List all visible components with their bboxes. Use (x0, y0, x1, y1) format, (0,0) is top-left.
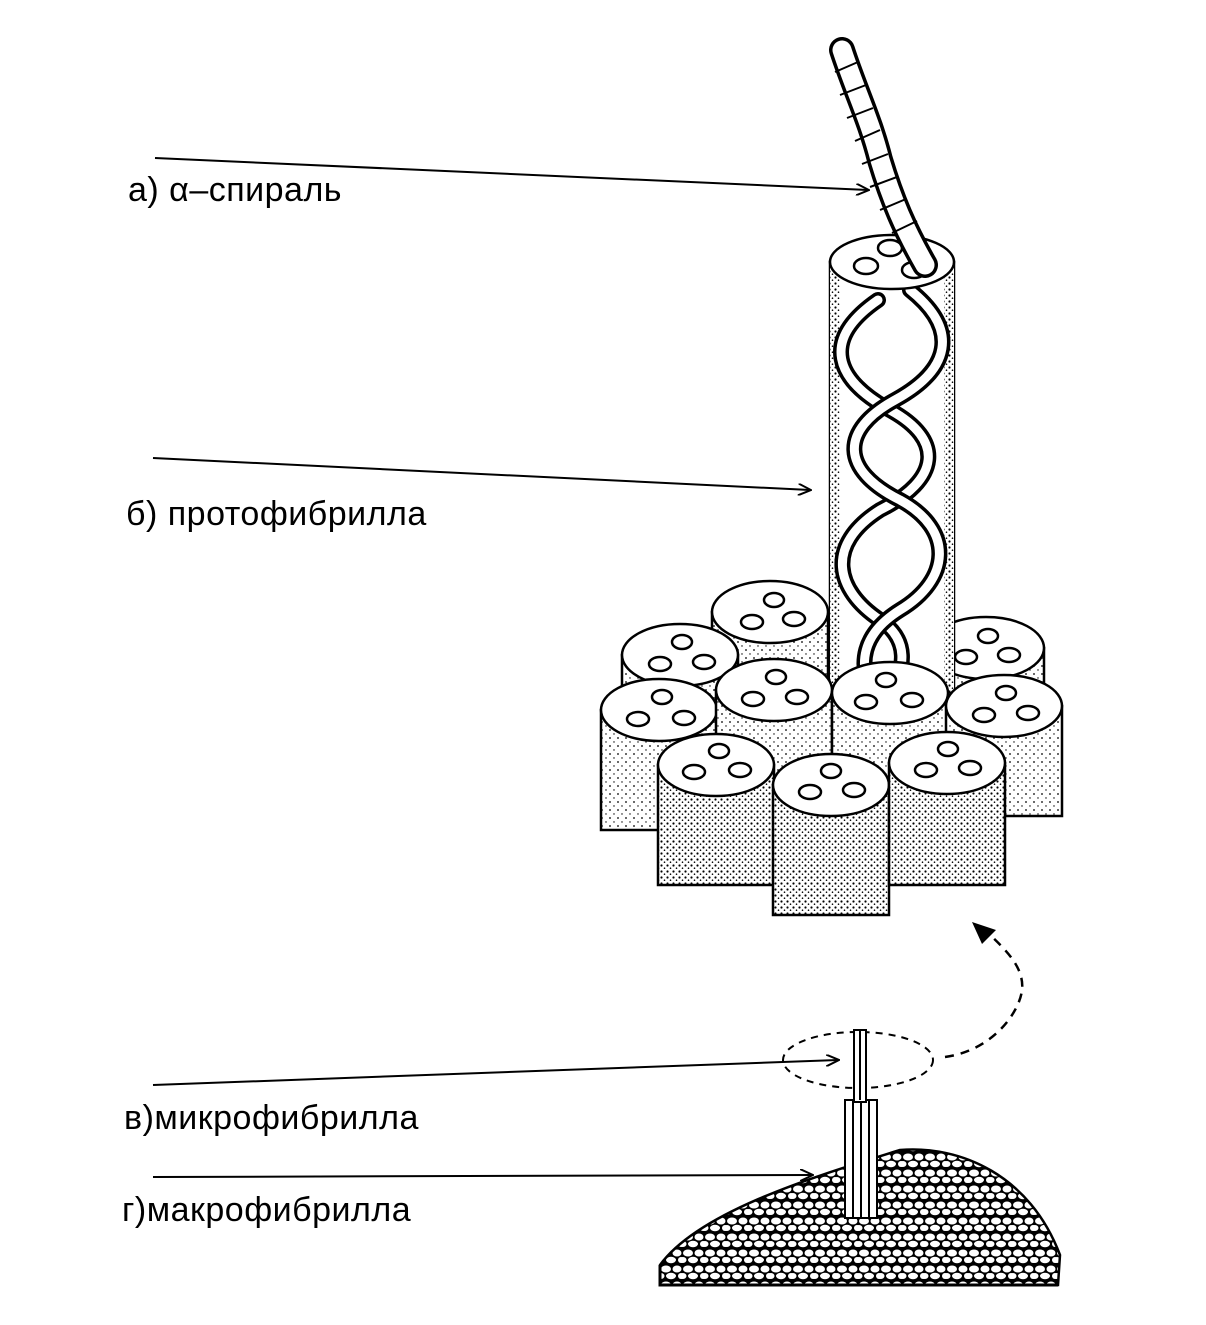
alpha-helix-rope (829, 37, 938, 278)
label-macrofibril: г)макрофибрилла (122, 1191, 412, 1229)
protofibril-bundle-front (656, 730, 1007, 917)
label-alpha-helix: а) α–спираль (128, 171, 343, 209)
microfibril-stick (844, 1029, 878, 1219)
zoom-arrowhead (972, 922, 996, 944)
arrow-macrofibril (152, 1175, 812, 1177)
label-microfibril: в)микрофибрилла (124, 1099, 419, 1137)
arrow-alpha-helix (154, 157, 868, 190)
zoom-circle (782, 1031, 934, 1089)
arrow-protofibril (152, 457, 810, 490)
zoom-arrow (944, 929, 1024, 1059)
protofibril-cylinder (828, 233, 956, 698)
label-protofibril: б) протофибрилла (126, 495, 427, 533)
arrow-microfibril (152, 1060, 838, 1086)
